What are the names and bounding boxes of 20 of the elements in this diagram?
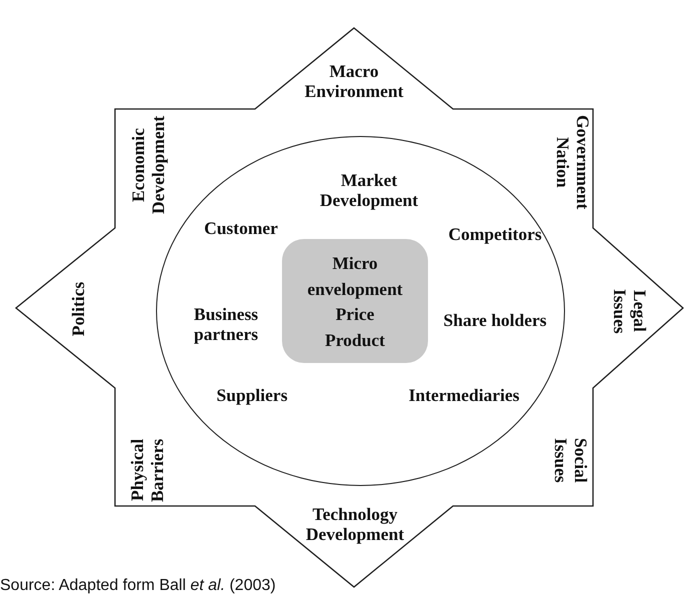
stakeholder-label: Intermediaries — [408, 385, 520, 405]
core-label: Price — [336, 303, 374, 326]
factor-label: Social Issues — [551, 436, 591, 484]
stakeholder-label: Suppliers — [216, 385, 288, 405]
factor-label: Economic Development — [128, 114, 168, 216]
stakeholder-label: Business partners — [192, 304, 260, 344]
stakeholder-label: Competitors — [448, 224, 542, 244]
factor-label: Government Nation — [553, 114, 593, 212]
factor-label: Technology Development — [304, 504, 406, 544]
factor-label: Legal Issues — [610, 288, 650, 336]
factor-label: Macro Environment — [304, 61, 404, 101]
core-label: Micro envelopment — [306, 252, 404, 301]
factor-label: Politics — [68, 282, 88, 336]
stakeholder-label: Customer — [204, 218, 278, 238]
source-caption: Source: Adapted form Ball et al. (2003) — [0, 576, 276, 595]
stakeholder-label: Share holders — [443, 310, 547, 330]
factor-label: Physical Barriers — [127, 437, 167, 504]
core-label: Product — [325, 328, 385, 352]
core-panel — [282, 239, 428, 363]
stakeholder-label: Market Development — [318, 170, 420, 210]
